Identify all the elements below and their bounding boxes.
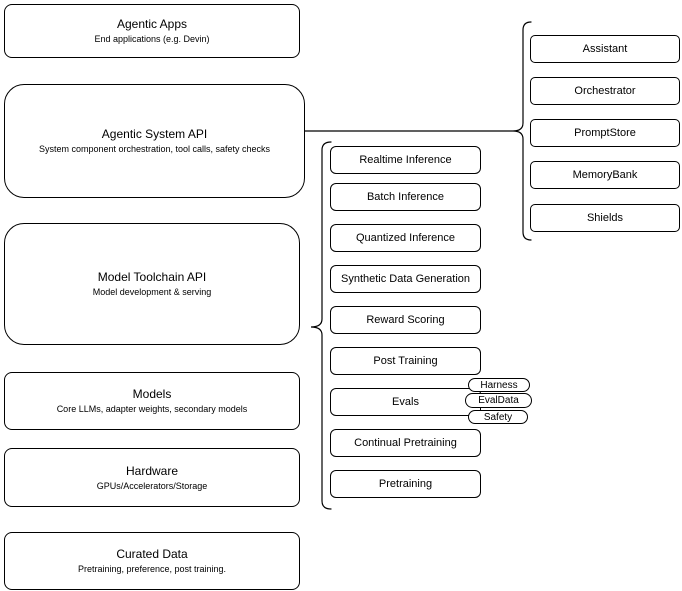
node-evals: Evals <box>330 388 481 416</box>
node-title: Agentic Apps <box>116 17 188 31</box>
node-continual-pretraining: Continual Pretraining <box>330 429 481 457</box>
node-subtitle: End applications (e.g. Devin) <box>94 34 210 44</box>
node-reward-scoring: Reward Scoring <box>330 306 481 334</box>
node-shields: Shields <box>530 204 680 232</box>
node-title: Agentic System API <box>101 127 208 141</box>
tag-safety: Safety <box>468 410 528 424</box>
node-subtitle: System component orchestration, tool cal… <box>38 144 271 154</box>
node-subtitle: Core LLMs, adapter weights, secondary mo… <box>56 404 248 414</box>
node-agentic-system-api: Agentic System API System component orche… <box>4 84 305 198</box>
node-subtitle: GPUs/Accelerators/Storage <box>96 480 208 491</box>
node-orchestrator: Orchestrator <box>530 77 680 105</box>
node-title: Curated Data <box>116 547 188 561</box>
node-subtitle: Model development & serving <box>92 287 212 297</box>
node-promptstore: PromptStore <box>530 119 680 147</box>
right-group-curly-brace <box>512 21 532 241</box>
node-pretraining: Pretraining <box>330 470 481 498</box>
node-title: Hardware <box>125 463 179 478</box>
node-post-training: Post Training <box>330 347 481 375</box>
node-quantized-inference: Quantized Inference <box>330 224 481 252</box>
node-memorybank: MemoryBank <box>530 161 680 189</box>
node-synthetic-data-generation: Synthetic Data Generation <box>330 265 481 293</box>
tag-harness: Harness <box>468 378 530 392</box>
tag-evaldata: EvalData <box>465 393 532 408</box>
node-title: Model Toolchain API <box>97 270 207 284</box>
node-model-toolchain-api: Model Toolchain API Model development & s… <box>4 223 300 345</box>
node-batch-inference: Batch Inference <box>330 183 481 211</box>
node-subtitle: Pretraining, preference, post training. <box>77 564 227 574</box>
node-assistant: Assistant <box>530 35 680 63</box>
node-title: Models <box>132 387 172 401</box>
middle-group-curly-brace <box>310 141 332 510</box>
node-realtime-inference: Realtime Inference <box>330 146 481 174</box>
